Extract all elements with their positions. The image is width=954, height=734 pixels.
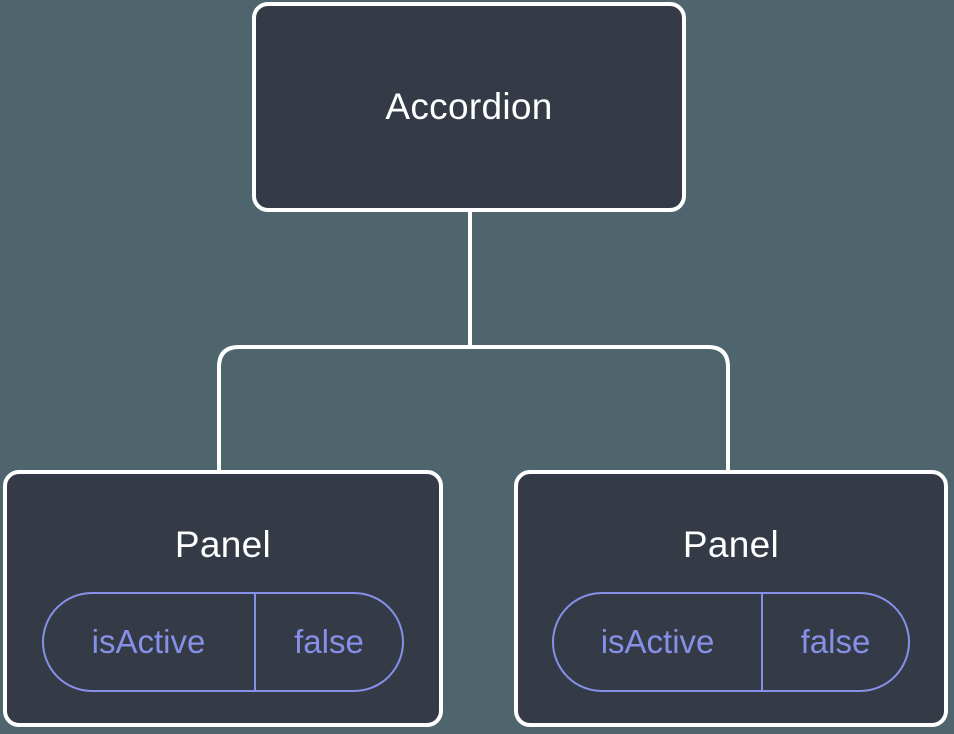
prop-name: isActive	[91, 623, 206, 660]
node-accordion: Accordion	[252, 2, 686, 212]
node-panel-right: Panel isActive false	[514, 470, 948, 727]
prop-value: false	[761, 594, 908, 690]
node-panel-label: Panel	[174, 524, 272, 565]
prop-pill: isActive false	[552, 592, 910, 692]
connector-branch	[217, 345, 730, 472]
node-panel-left: Panel isActive false	[3, 470, 443, 727]
node-accordion-label: Accordion	[385, 86, 553, 127]
prop-pill: isActive false	[41, 592, 405, 692]
prop-name: isActive	[600, 623, 715, 660]
prop-value: false	[253, 594, 403, 690]
node-panel-label: Panel	[682, 524, 780, 565]
